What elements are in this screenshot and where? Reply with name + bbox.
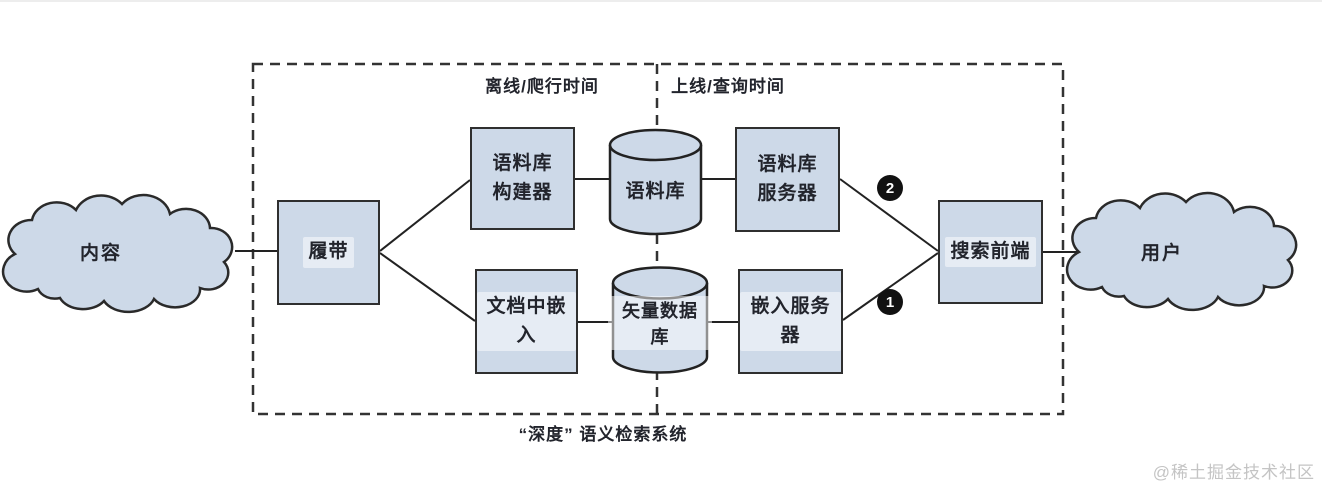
user-cloud-shape bbox=[1065, 191, 1298, 312]
offline-region-label-text: 离线/爬行时间 bbox=[485, 76, 599, 96]
connector-crawler-to-doc-embedder bbox=[379, 252, 476, 322]
connector-corpus-server-to-frontend bbox=[839, 178, 939, 252]
step-badge-1: 1 bbox=[877, 289, 903, 315]
content-cloud-shape bbox=[1, 193, 234, 314]
content-cloud-label-text: 内容 bbox=[79, 242, 122, 264]
step-badge-2: 2 bbox=[877, 175, 903, 201]
node-embed-server: 嵌入服务器 bbox=[738, 269, 843, 374]
node-corpus-builder-label: 语料库 构建器 bbox=[492, 153, 553, 203]
watermark: @稀土掘金技术社区 bbox=[1152, 463, 1315, 482]
connector-embed-server-to-frontend bbox=[842, 252, 939, 321]
node-embed-server-label: 嵌入服务器 bbox=[740, 292, 841, 351]
vector-db-label-text: 矢量数据库 bbox=[608, 296, 712, 350]
step-badge-1-text: 1 bbox=[885, 293, 895, 311]
corpus-db-label: 语料库 bbox=[610, 176, 701, 202]
node-corpus-builder: 语料库 构建器 bbox=[470, 127, 575, 230]
corpus-db-label-text: 语料库 bbox=[625, 180, 686, 202]
node-doc-embedder: 文档中嵌入 bbox=[475, 269, 578, 374]
node-search-frontend: 搜索前端 bbox=[938, 200, 1043, 304]
system-title-text: “深度” 语义检索系统 bbox=[518, 424, 688, 444]
node-corpus-server-label: 语料库 服务器 bbox=[757, 154, 818, 204]
online-region-label-text: 上线/查询时间 bbox=[671, 76, 785, 96]
step-badge-2-text: 2 bbox=[885, 179, 895, 197]
user-cloud-label-text: 用户 bbox=[1140, 242, 1183, 264]
user-cloud-label: 用户 bbox=[1112, 238, 1212, 264]
content-cloud-label: 内容 bbox=[51, 238, 151, 264]
node-crawler-label: 履带 bbox=[303, 237, 354, 268]
node-corpus-server: 语料库 服务器 bbox=[735, 127, 840, 232]
offline-region-label: 离线/爬行时间 bbox=[442, 73, 642, 96]
node-search-frontend-label: 搜索前端 bbox=[945, 236, 1036, 268]
system-title: “深度” 语义检索系统 bbox=[453, 420, 753, 444]
node-crawler: 履带 bbox=[277, 200, 380, 305]
vector-db-label: 矢量数据库 bbox=[608, 296, 712, 350]
connector-crawler-to-corpus-builder bbox=[379, 179, 471, 252]
corpus-db-cylinder bbox=[608, 128, 703, 236]
node-doc-embedder-label: 文档中嵌入 bbox=[477, 292, 576, 351]
online-region-label: 上线/查询时间 bbox=[628, 73, 828, 96]
